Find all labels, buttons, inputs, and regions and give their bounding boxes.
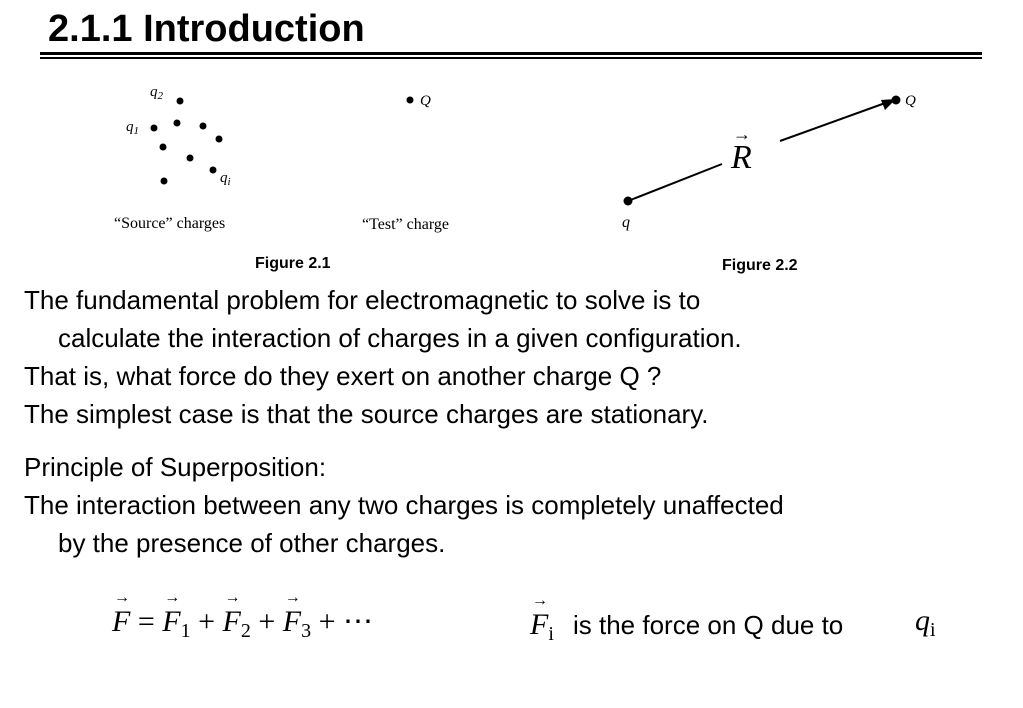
charge-dot <box>173 119 181 127</box>
ellipsis: ⋯ <box>343 605 373 638</box>
label-qi-sub: i <box>228 176 231 188</box>
figure-2-2: R → Q q Figure 2.2 <box>622 93 916 274</box>
charge-dot <box>159 143 167 151</box>
label-q2-sub: 2 <box>158 90 164 102</box>
title-underline <box>40 52 982 55</box>
paragraph-problem: The fundamental problem for electromagne… <box>24 281 742 433</box>
force-description: is the force on Q due to <box>573 610 844 640</box>
paragraph-line: by the presence of other charges. <box>58 528 446 558</box>
paragraph-superposition: Principle of Superposition: The interact… <box>24 448 784 562</box>
force-Fi-symbol: Fi <box>530 592 554 646</box>
vector-F2: F <box>223 589 241 639</box>
page-title: 2.1.1 Introduction <box>48 8 365 50</box>
paragraph-line: The interaction between any two charges … <box>24 490 784 520</box>
superposition-equation: F = F1 + F2 + F3 + ⋯ <box>112 589 373 643</box>
title-underline-thin <box>40 57 982 59</box>
figure-2-2-caption: Figure 2.2 <box>722 257 798 274</box>
label-Q-test: Q <box>420 93 431 109</box>
charge-dot <box>176 97 184 105</box>
charge-dot <box>150 124 158 132</box>
label-q1: q <box>126 119 134 135</box>
charge-dot <box>215 135 223 143</box>
subscript-3: 3 <box>301 620 312 642</box>
label-Q: Q <box>905 93 916 109</box>
vector-F3: F <box>283 589 301 639</box>
paragraph-line: The fundamental problem for electromagne… <box>24 285 701 315</box>
label-q1-sub: 1 <box>134 125 140 137</box>
charge-dot <box>209 166 217 174</box>
figure-2-1: q2 q1 qi Q “Source” charges “Test” charg… <box>114 84 449 272</box>
vector-R-label: R <box>730 139 752 176</box>
svg-text:q2: q2 <box>150 84 164 102</box>
figure-2-1-caption: Figure 2.1 <box>255 255 331 272</box>
svg-text:qi: qi <box>220 170 231 188</box>
subscript-1: 1 <box>180 620 191 642</box>
vector-F1: F <box>162 589 180 639</box>
subscript-i: i <box>548 623 554 645</box>
charge-dot <box>160 177 168 185</box>
charge-q: q <box>915 604 930 637</box>
vector-F: F <box>112 589 130 639</box>
test-charge-dot <box>406 96 414 104</box>
vector-R-arrow-icon: → <box>733 124 751 144</box>
plus-sign: + <box>318 605 336 638</box>
plus-sign: + <box>198 605 215 638</box>
subscript-i: i <box>930 619 936 641</box>
equals-sign: = <box>137 605 155 638</box>
charge-Q-dot <box>891 95 901 105</box>
label-q2: q <box>150 84 158 100</box>
paragraph-line: That is, what force do they exert on ano… <box>24 361 662 391</box>
paragraph-line: The simplest case is that the source cha… <box>24 399 709 429</box>
label-qi: q <box>220 170 228 186</box>
paragraph-line: calculate the interaction of charges in … <box>58 323 742 353</box>
vector-Fi: F <box>530 592 548 642</box>
paragraph-line: Principle of Superposition: <box>24 452 327 482</box>
source-charges-label: “Source” charges <box>114 215 225 232</box>
label-q: q <box>622 214 630 231</box>
test-charge-label: “Test” charge <box>362 216 449 233</box>
source-charge-q-dot <box>623 196 633 206</box>
subscript-2: 2 <box>240 620 251 642</box>
charge-qi-symbol: qi <box>915 604 936 642</box>
charge-dot <box>199 122 207 130</box>
svg-text:q1: q1 <box>126 119 139 137</box>
plus-sign: + <box>258 605 276 638</box>
charge-dot <box>186 154 194 162</box>
